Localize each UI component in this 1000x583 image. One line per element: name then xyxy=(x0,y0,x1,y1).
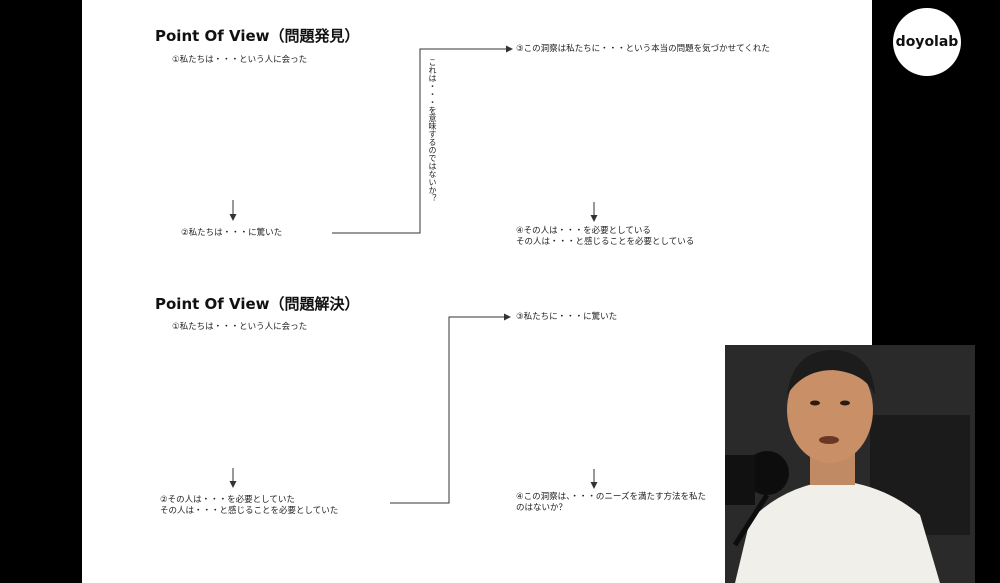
solution-step2-line2: その人は・・・と感じることを必要としていた xyxy=(160,506,339,516)
heading-problem-discovery: Point Of View（問題発見） xyxy=(155,27,360,45)
webcam-overlay xyxy=(725,345,975,583)
flow-connectors xyxy=(229,45,598,504)
discovery-vertical-note: これは・・・を意味するのではないか？ xyxy=(428,58,437,202)
discovery-step3: ③この洞察は私たちに・・・という本当の問題を気づかせてくれた xyxy=(516,44,770,54)
solution-step4-line2: のはないか？ xyxy=(516,503,568,513)
logo-text: doyolab xyxy=(895,34,959,50)
solution-step4-line1: ④この洞察は、・・・のニーズを満たす方法を私た xyxy=(516,492,706,502)
doyolab-logo: doyolab xyxy=(893,8,961,76)
discovery-step1: ①私たちは・・・という人に会った xyxy=(172,55,308,65)
slide-canvas: Point Of View（問題発見） ①私たちは・・・という人に会った ②私た… xyxy=(82,0,872,583)
discovery-step4-line1: ④その人は・・・を必要としている xyxy=(516,226,651,236)
solution-step2-line1: ②その人は・・・を必要としていた xyxy=(160,495,295,505)
connector-step2-to-step3 xyxy=(332,45,513,234)
discovery-step2: ②私たちは・・・に驚いた xyxy=(181,228,283,238)
presenter-video xyxy=(725,345,975,583)
solution-step1: ①私たちは・・・という人に会った xyxy=(172,322,308,332)
solution-step3: ③私たちに・・・に驚いた xyxy=(516,312,618,322)
heading-problem-solution: Point Of View（問題解決） xyxy=(155,295,360,313)
discovery-step4-line2: その人は・・・と感じることを必要としている xyxy=(516,237,695,247)
connector-solution-step2-to-step3 xyxy=(390,313,511,504)
